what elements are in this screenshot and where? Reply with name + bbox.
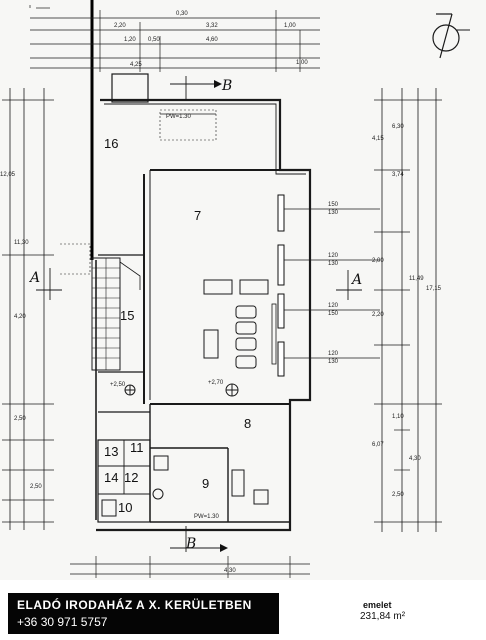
level-mark-1: +2,50 [110, 382, 126, 388]
room-7-furniture [203, 279, 277, 369]
dim-top-6: 0,50 [148, 37, 160, 43]
dim-right-1: 4,15 [372, 136, 384, 142]
dim-right-4: 11,49 [409, 276, 424, 282]
room-10-number: 10 [118, 500, 132, 515]
dim-right-9: 4,30 [409, 456, 421, 462]
room-8-number: 8 [244, 416, 251, 431]
window-dim-2: 130 [328, 210, 339, 216]
dim-right-6: 2,00 [372, 258, 384, 264]
bottom-dimension-chain: 4,30 [70, 556, 310, 578]
section-a-marker-right: A [336, 270, 362, 300]
dim-left-4: 2,50 [14, 416, 26, 422]
floor-name: emelet [363, 600, 392, 610]
dim-right-2: 6,30 [392, 124, 404, 130]
window-label-bottom: PW=1.30 [194, 514, 220, 520]
right-dimension-chains: 4,15 6,30 3,74 11,49 17,15 2,00 2,20 6,0… [372, 88, 442, 532]
window-dim-1: 150 [328, 202, 339, 208]
room-11-number: 11 [130, 440, 144, 455]
section-b-label-bottom: B [185, 536, 196, 552]
window-dim-8: 130 [328, 359, 339, 365]
room-15-number: 15 [120, 308, 134, 323]
dim-right-8: 6,07 [372, 442, 384, 448]
dim-bottom-1: 4,30 [224, 568, 236, 574]
window-dim-5: 120 [328, 303, 339, 309]
section-a-label-right: A [350, 272, 362, 288]
listing-title: ELADÓ IRODAHÁZ A X. KERÜLETBEN [17, 598, 252, 612]
section-a-marker-left: A [28, 268, 62, 300]
north-arrow-icon [432, 13, 470, 59]
level-markers: +2,50 +2,70 [110, 380, 239, 397]
dim-right-10: 1,10 [392, 414, 404, 420]
window-label-top: PW=1.30 [166, 114, 192, 120]
dim-top-9: 1,00 [296, 60, 308, 66]
contact-phone[interactable]: +36 30 971 5757 [17, 615, 108, 629]
dim-left-3: 4,20 [14, 314, 26, 320]
dim-top-2: 2,20 [114, 23, 126, 29]
dim-right-11: 2,50 [392, 492, 404, 498]
window-dim-6: 150 [328, 311, 339, 317]
dim-left-1: 12,05 [0, 172, 16, 178]
top-dimension-labels: 0,30 2,20 3,32 1,00 1,20 0,50 4,60 4,25 … [114, 11, 308, 68]
dim-top-5: 1,20 [124, 37, 136, 43]
level-mark-2: +2,70 [208, 380, 224, 386]
room-12-number: 12 [124, 470, 138, 485]
dim-top-8: 4,25 [130, 62, 142, 68]
plan-paper [0, 0, 486, 580]
floor-plan-drawing: 0,30 2,20 3,32 1,00 1,20 0,50 4,60 4,25 … [0, 0, 486, 580]
room-9-number: 9 [202, 476, 209, 491]
dim-top-1: 0,30 [176, 11, 188, 17]
dim-left-2: 11,30 [14, 240, 29, 246]
room-14-number: 14 [104, 470, 118, 485]
room-16-number: 16 [104, 136, 118, 151]
bathroom-fixtures [101, 455, 269, 517]
dim-right-3: 3,74 [392, 172, 404, 178]
window-dim-7: 120 [328, 351, 339, 357]
room-13-number: 13 [104, 444, 118, 459]
section-b-label-top: B [221, 78, 232, 94]
dim-right-7: 2,20 [372, 312, 384, 318]
building-outline [96, 73, 312, 532]
dim-right-5: 17,15 [426, 286, 442, 292]
dim-top-7: 4,60 [206, 37, 218, 43]
dim-left-5: 2,50 [30, 484, 42, 490]
property-boundary [90, 0, 97, 520]
dim-top-3: 3,32 [206, 23, 218, 29]
footer-bar: ELADÓ IRODAHÁZ A X. KERÜLETBEN +36 30 97… [0, 580, 486, 640]
right-windows: 150 130 120 130 120 150 120 130 PW=1.30 … [166, 114, 380, 520]
window-dim-4: 130 [328, 261, 339, 267]
section-a-label-left: A [28, 270, 40, 286]
top-dimension-chain [29, 5, 320, 72]
section-b-marker-top: B [170, 76, 232, 100]
dim-top-4: 1,00 [284, 23, 296, 29]
left-dimension-chains: 12,05 11,30 4,20 2,50 2,50 [0, 88, 54, 530]
room-7-number: 7 [194, 208, 201, 223]
staircase [60, 243, 141, 371]
listing-banner: ELADÓ IRODAHÁZ A X. KERÜLETBEN +36 30 97… [8, 593, 279, 634]
window-dim-3: 120 [328, 253, 339, 259]
floor-area: 231,84 m² [360, 611, 406, 622]
